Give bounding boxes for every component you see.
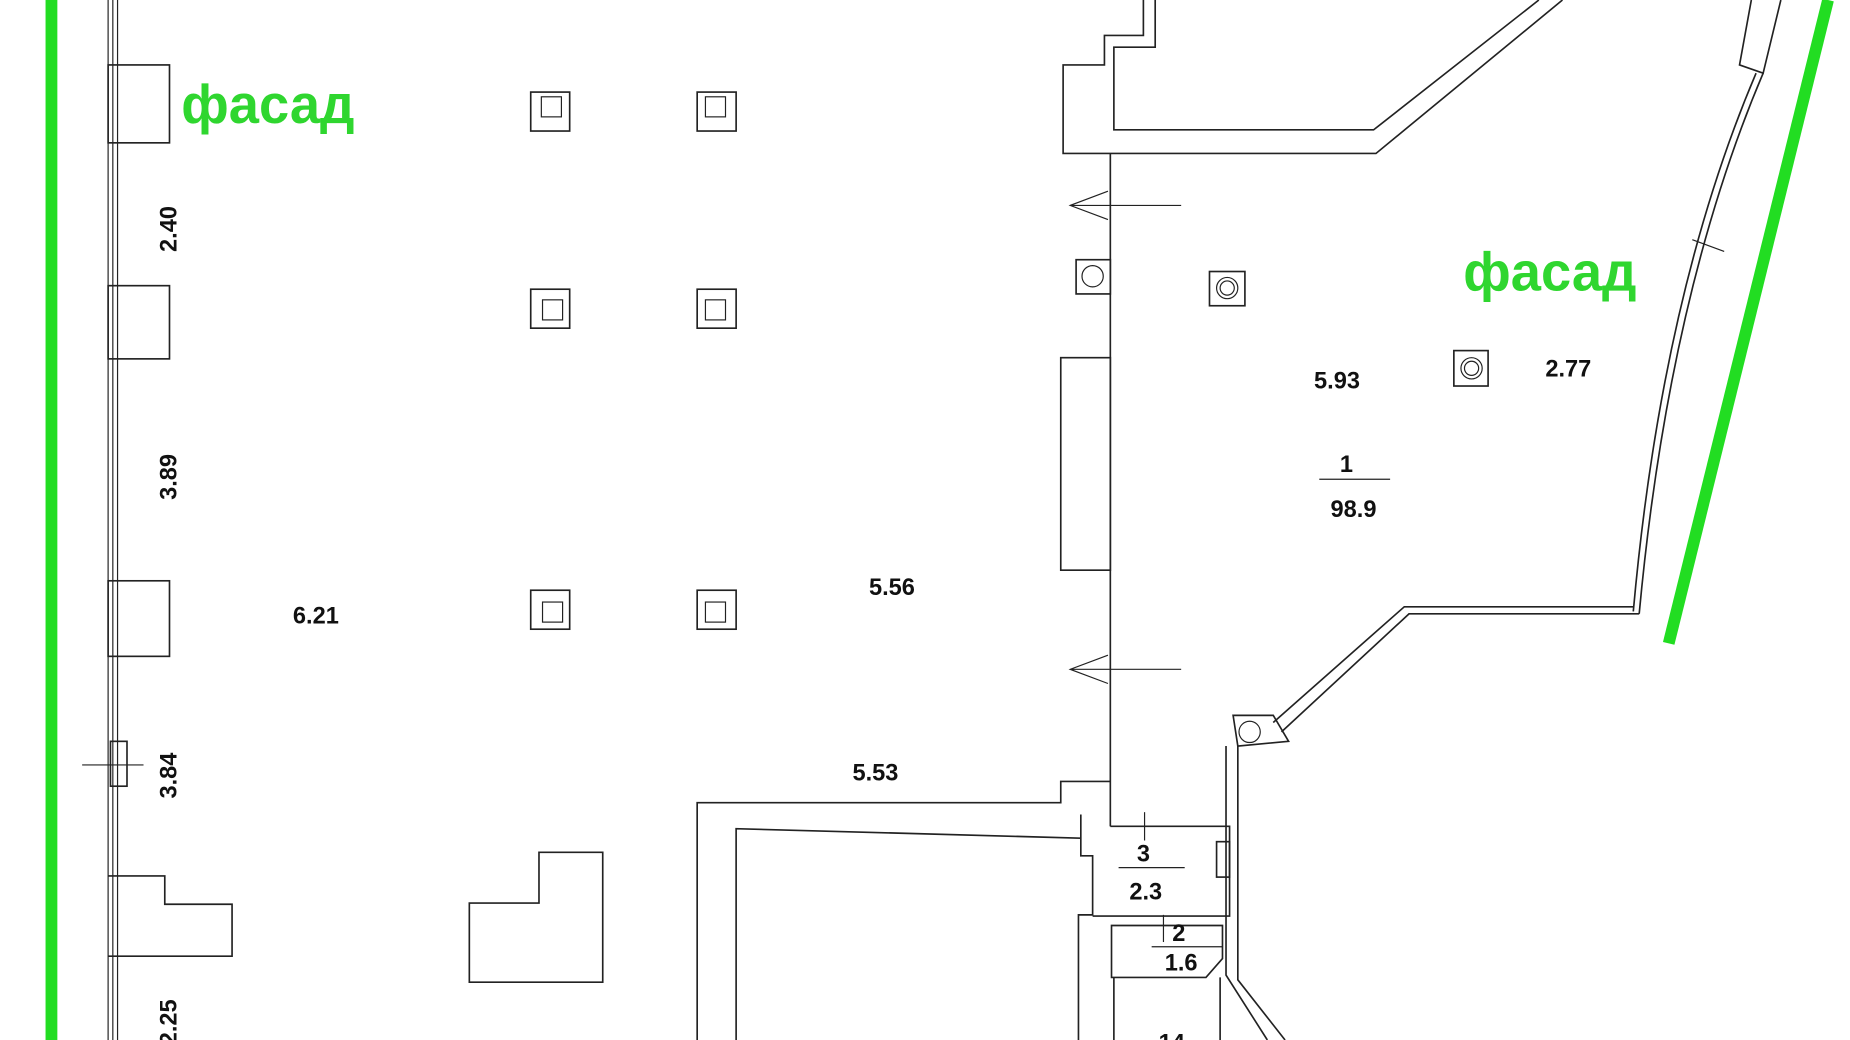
dimension-left-3: 3.84 bbox=[157, 753, 183, 799]
room-3-number: 3 bbox=[1137, 842, 1150, 868]
room-14-number: 14 bbox=[1159, 1031, 1185, 1040]
room-1-number: 1 bbox=[1340, 452, 1353, 478]
room-2-area: 1.6 bbox=[1165, 950, 1198, 976]
dimension-hall-bottom: 5.53 bbox=[852, 760, 898, 786]
dimension-hall-width: 6.21 bbox=[293, 603, 339, 629]
left-wall bbox=[82, 0, 233, 1040]
room-3-area: 2.3 bbox=[1129, 880, 1162, 906]
room-1-area: 98.9 bbox=[1331, 497, 1377, 523]
walls bbox=[468, 0, 1782, 1040]
dimension-room1-side: 2.77 bbox=[1545, 357, 1591, 383]
facade-label-left: фасад bbox=[181, 74, 354, 135]
dimension-hall-depth: 5.56 bbox=[869, 575, 915, 601]
facade-label-right: фасад bbox=[1463, 241, 1636, 302]
dimension-left-2: 3.89 bbox=[157, 454, 183, 500]
columns bbox=[529, 91, 1489, 747]
facade-line-right bbox=[1662, 0, 1834, 645]
dimension-room1-width: 5.93 bbox=[1314, 368, 1360, 394]
dimension-left-1: 2.40 bbox=[157, 206, 183, 252]
room-2-number: 2 bbox=[1172, 921, 1185, 947]
dimension-left-4: 2.25 bbox=[157, 999, 183, 1040]
